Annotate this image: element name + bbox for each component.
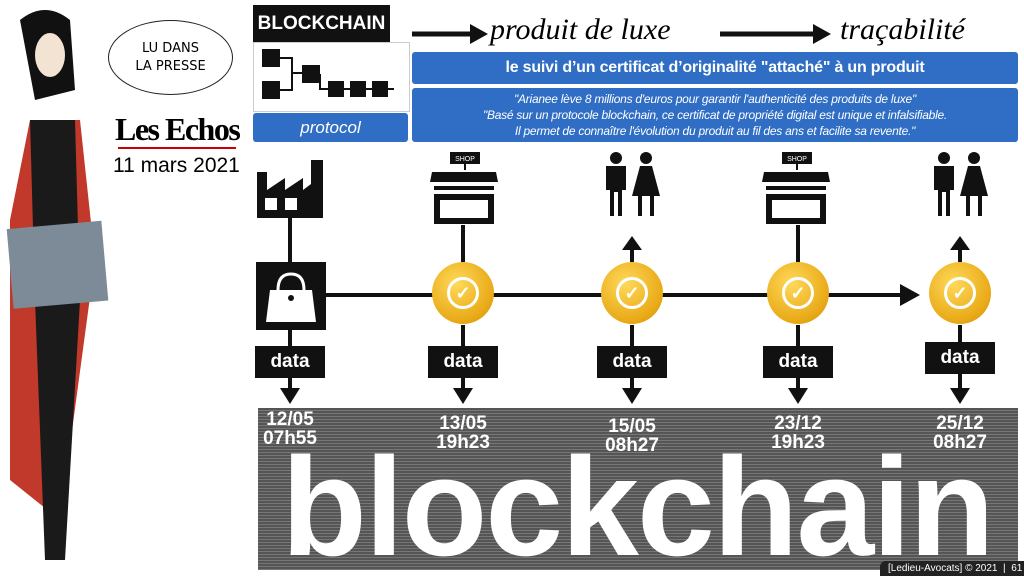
blockchain-word: blockchain — [281, 428, 994, 585]
protocol-diagram-icon — [253, 42, 410, 112]
les-echos-logo: Les Echos — [115, 111, 241, 147]
people-icon — [606, 152, 660, 216]
time: 08h27 — [605, 435, 659, 456]
timeline-lines — [280, 215, 970, 404]
speech-bubble: LU DANS LA PRESSE — [108, 20, 233, 95]
data-label: data — [763, 346, 833, 378]
certificate-icon: ✓ — [767, 262, 829, 324]
handbag-icon — [256, 262, 326, 330]
certificate-icon: ✓ — [601, 262, 663, 324]
date: 23/12 — [774, 413, 822, 434]
bubble-text: LA PRESSE — [135, 58, 206, 74]
time: 08h27 — [933, 432, 987, 453]
date: 25/12 — [936, 413, 984, 434]
blockchain-ledger-panel — [258, 408, 1018, 570]
data-label: data — [255, 346, 325, 378]
protocol-label: protocol — [253, 113, 408, 142]
press-quote: "Arianee lève 8 millions d'euros pour ga… — [412, 88, 1018, 142]
logo-underline — [118, 147, 236, 149]
shop-icon: SHOP — [430, 152, 498, 224]
shop-icon: SHOP — [762, 152, 830, 224]
time: 19h23 — [771, 432, 825, 453]
time: 19h23 — [436, 432, 490, 453]
woman-illustration — [6, 10, 109, 560]
data-label: data — [428, 346, 498, 378]
quote-line: "Basé sur un protocole blockchain, ce ce… — [482, 108, 948, 122]
date: 12/05 — [266, 409, 314, 430]
flow-to: traçabilité — [840, 13, 965, 46]
data-label: data — [597, 346, 667, 378]
people-icon — [934, 152, 988, 216]
credit: [Ledieu-Avocats] © 2021 — [888, 563, 998, 574]
certificate-icon: ✓ — [432, 262, 494, 324]
certificate-icon: ✓ — [929, 262, 991, 324]
factory-icon — [257, 160, 323, 218]
footer-credit: [Ledieu-Avocats] © 2021 | 61 — [880, 561, 1024, 576]
banner: le suivi d’un certificat d’originalité "… — [412, 52, 1018, 84]
flow-from: produit de luxe — [490, 13, 671, 46]
shop-sign-text: SHOP — [787, 156, 807, 163]
shop-sign-text: SHOP — [455, 156, 475, 163]
date: 13/05 — [439, 413, 487, 434]
bubble-text: LU DANS — [142, 40, 199, 56]
flow-arrows — [412, 24, 831, 44]
date: 15/05 — [608, 416, 656, 437]
page-number: 61 — [1011, 563, 1023, 574]
data-label: data — [925, 342, 995, 374]
time: 07h55 — [263, 428, 317, 449]
press-date: 11 mars 2021 — [113, 154, 240, 177]
quote-line: Il permet de connaître l'évolution du pr… — [514, 124, 916, 138]
blockchain-title: BLOCKCHAIN — [253, 5, 390, 42]
quote-line: "Arianee lève 8 millions d'euros pour ga… — [514, 92, 916, 106]
